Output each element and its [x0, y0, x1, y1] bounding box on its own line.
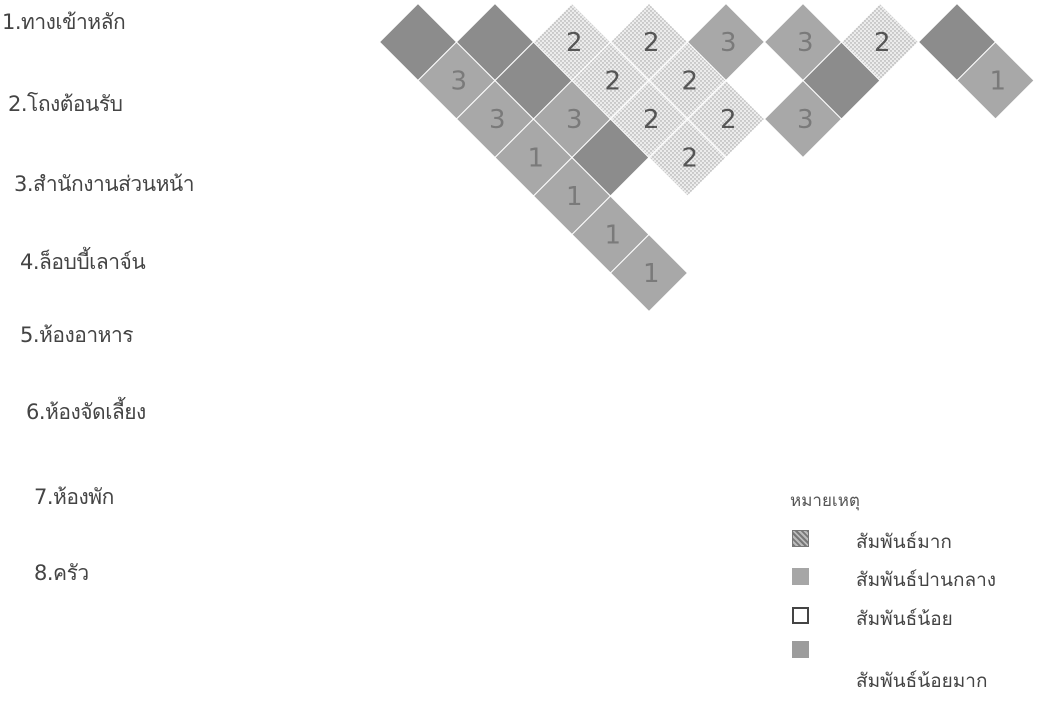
legend-swatch-strong [792, 530, 809, 547]
legend-title: หมายเหตุ [790, 491, 860, 511]
legend-label-medium: สัมพันธ์ปานกลาง [856, 569, 997, 591]
matrix-code-6-7: 3 [797, 28, 814, 58]
matrix-code-3-6: 2 [643, 105, 660, 135]
matrix-code-3-7: 2 [682, 144, 699, 174]
matrix-cell-7-8 [840, 2, 920, 82]
matrix-code-1-6: 1 [566, 182, 583, 212]
matrix-cell-1-8 [609, 233, 689, 313]
matrix-code-5-6: 3 [720, 28, 737, 58]
matrix-code-8-10: 1 [990, 67, 1007, 97]
matrix-cell-8-10 [956, 41, 1035, 120]
matrix-code-1-5: 1 [528, 144, 545, 174]
legend-label-very-weak: สัมพันธ์น้อยมาก [856, 670, 988, 692]
matrix-code-2-5: 3 [566, 105, 583, 135]
matrix-code-3-4: 2 [566, 28, 583, 58]
matrix-code-1-3: 3 [451, 67, 468, 97]
matrix-code-1-8: 1 [643, 259, 660, 289]
room-label-1: 1.ทางเข้าหลัก [2, 10, 126, 34]
room-label-5: 5.ห้องอาหาร [20, 323, 134, 347]
legend-label-strong: สัมพันธ์มาก [856, 531, 952, 553]
matrix-code-1-4: 3 [489, 105, 506, 135]
matrix-code-4-5: 2 [643, 28, 660, 58]
matrix-code-5-8: 3 [797, 105, 814, 135]
room-label-3: 3.สำนักงานส่วนหน้า [14, 172, 195, 196]
room-label-4: 4.ล็อบบี้เลาจ์น [20, 250, 146, 274]
room-label-6: 6.ห้องจัดเลี้ยง [26, 400, 146, 424]
matrix-code-4-6: 2 [682, 67, 699, 97]
legend-swatch-very-weak [792, 641, 809, 658]
matrix-code-3-5: 2 [605, 67, 622, 97]
matrix-code-1-7: 1 [605, 221, 622, 251]
legend-swatch-medium [792, 568, 809, 585]
room-label-2: 2.โถงต้อนรับ [8, 92, 123, 116]
room-label-7: 7.ห้องพัก [34, 485, 114, 509]
legend-label-weak: สัมพันธ์น้อย [856, 608, 953, 630]
room-label-8: 8.ครัว [34, 561, 89, 585]
matrix-code-7-8: 2 [874, 28, 891, 58]
legend-swatch-weak [792, 607, 809, 624]
matrix-code-4-7: 2 [720, 105, 737, 135]
